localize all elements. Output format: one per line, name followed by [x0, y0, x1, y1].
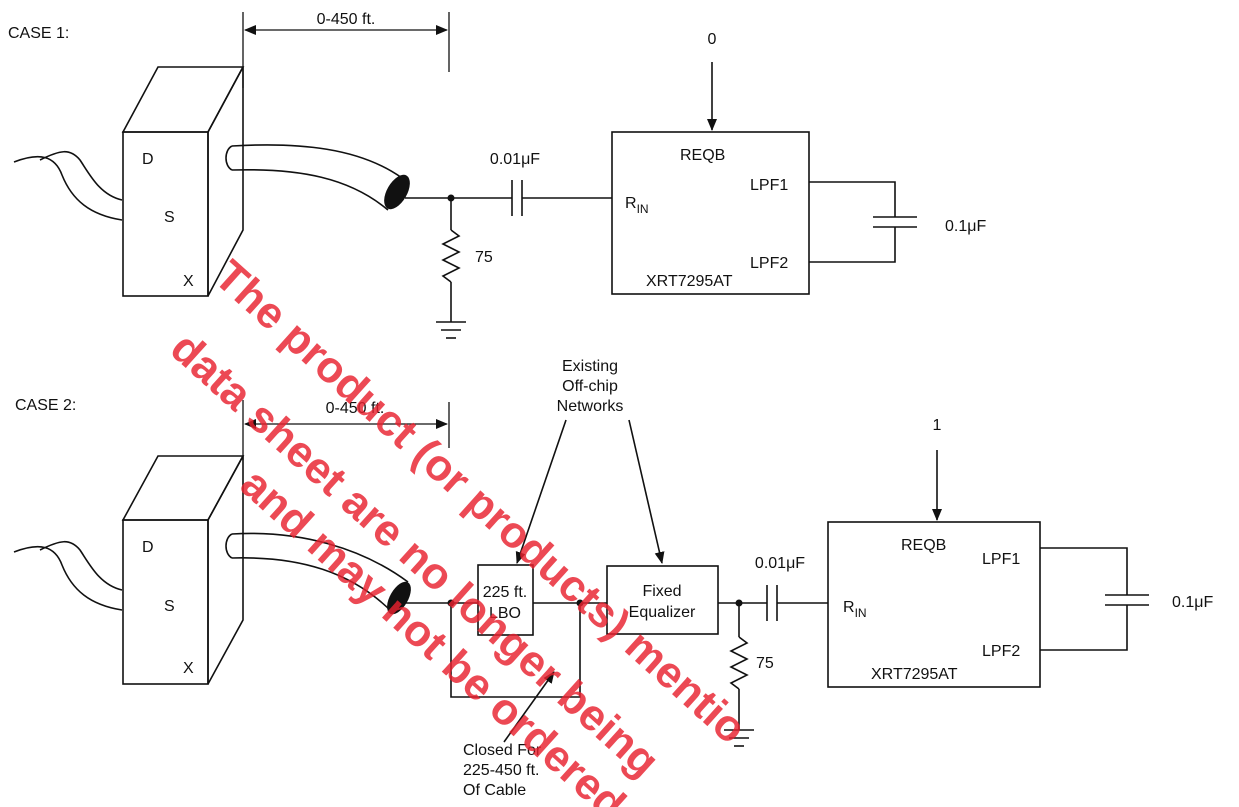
case-1-input-network: 75: [405, 194, 512, 339]
case-2-networks-line2: Off-chip: [562, 378, 618, 395]
case-2-networks-line3: Networks: [557, 398, 624, 415]
case-1-coax-cable: [225, 144, 410, 211]
case-1-resistor-label: 75: [475, 249, 493, 266]
case-2-lbo-line2: LBO: [489, 605, 521, 622]
case-2-networks-note: Existing Off-chip Networks: [515, 358, 665, 564]
case-2-reqb-arrow: 1: [932, 417, 942, 521]
case-2-chip-rin: RIN: [843, 599, 867, 620]
case-1-distance-label: 0-450 ft.: [317, 11, 376, 28]
case-2-lbo-box: 225 ft. LBO: [477, 564, 534, 636]
case-1-lpf-cap-label: 0.1μF: [945, 218, 986, 235]
case-2-lpf-cap-label: 0.1μF: [1172, 594, 1213, 611]
case-1-dsx-panel: D S X: [13, 66, 245, 297]
watermark-line3: and may not be ordered: [231, 459, 634, 807]
case-2-switch-line3: Of Cable: [463, 782, 526, 799]
case-1: CASE 1: 0-450 ft. D S X: [8, 11, 986, 339]
case-2-networks-line1: Existing: [562, 358, 618, 375]
case-2-chip-name: XRT7295AT: [871, 666, 958, 683]
case-2-reqb-value: 1: [933, 417, 942, 434]
case-1-cap-label: 0.01μF: [490, 151, 540, 168]
case-2-lpf-capacitor: 0.1μF: [1040, 547, 1213, 651]
watermark: The product (or products) mentio data sh…: [161, 251, 755, 807]
case-1-reqb-value: 0: [708, 31, 717, 48]
case-1-chip-rin: RIN: [625, 195, 649, 216]
case-1-reqb-arrow: 0: [707, 31, 717, 131]
case-1-distance-dimension: 0-450 ft.: [242, 11, 450, 88]
case-1-chip-lpf2: LPF2: [750, 255, 788, 272]
case-2-equalizer-line1: Fixed: [642, 583, 681, 600]
case-2-distance-label: 0-450 ft.: [326, 400, 385, 417]
case-2-switch-note: Closed For 225-450 ft. Of Cable: [463, 742, 542, 799]
case-1-chip-reqb: REQB: [680, 147, 725, 164]
case-1-lpf-capacitor: 0.1μF: [809, 181, 986, 263]
case-2-chip-lpf2: LPF2: [982, 643, 1020, 660]
case-2-coupling-capacitor: 0.01μF: [755, 555, 805, 621]
case-2: CASE 2: 0-450 ft. D S X: [13, 358, 1213, 799]
case-2-chip-lpf1: LPF1: [982, 551, 1020, 568]
case-1-dsx-x: X: [183, 273, 194, 290]
case-2-dsx-d: D: [142, 539, 154, 556]
case-2-switch-line1: Closed For: [463, 742, 542, 759]
case-2-switch-arrow: [503, 671, 555, 743]
case-2-signal-path: [406, 599, 828, 743]
case-1-chip-name: XRT7295AT: [646, 273, 733, 290]
case-2-chip: REQB RIN LPF1 LPF2 XRT7295AT: [827, 521, 1041, 688]
case-2-dsx-s: S: [164, 598, 175, 615]
case-2-label: CASE 2:: [15, 397, 76, 414]
case-2-cap-label: 0.01μF: [755, 555, 805, 572]
case-2-distance-dimension: 0-450 ft.: [242, 400, 450, 460]
case-2-resistor-label: 75: [756, 655, 774, 672]
case-2-equalizer-box: Fixed Equalizer: [606, 565, 719, 635]
case-1-dsx-d: D: [142, 151, 154, 168]
case-1-chip-lpf1: LPF1: [750, 177, 788, 194]
case-1-dsx-s: S: [164, 209, 175, 226]
case-1-chip: REQB RIN LPF1 LPF2 XRT7295AT: [611, 131, 810, 295]
case-2-equalizer-line2: Equalizer: [629, 604, 696, 621]
case-2-termination: 75: [724, 603, 774, 747]
case-2-dsx-x: X: [183, 660, 194, 677]
case-2-chip-reqb: REQB: [901, 537, 946, 554]
case-2-coax-cable: [225, 532, 411, 615]
case-2-dsx-panel: D S X: [13, 455, 245, 685]
case-1-label: CASE 1:: [8, 25, 69, 42]
case-2-switch-line2: 225-450 ft.: [463, 762, 540, 779]
case-1-coupling-capacitor: 0.01μF: [490, 151, 612, 216]
case-2-lbo-line1: 225 ft.: [483, 584, 527, 601]
